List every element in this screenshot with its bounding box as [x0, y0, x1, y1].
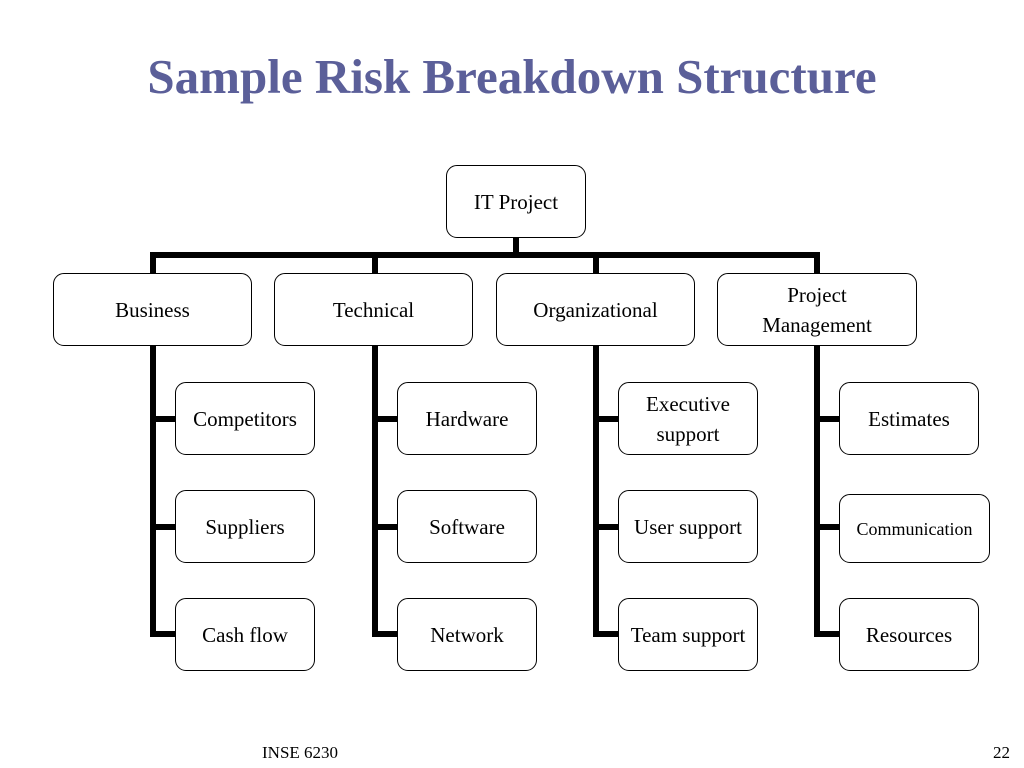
leaf-resources: Resources — [839, 598, 979, 671]
leaf-user-support: User support — [618, 490, 758, 563]
category-technical: Technical — [274, 273, 473, 346]
leaf-cash-flow: Cash flow — [175, 598, 315, 671]
leaf-competitors: Competitors — [175, 382, 315, 455]
leaf-team-support: Team support — [618, 598, 758, 671]
leaf-software: Software — [397, 490, 537, 563]
leaf-network: Network — [397, 598, 537, 671]
category-project-management: Project Management — [717, 273, 917, 346]
leaf-suppliers: Suppliers — [175, 490, 315, 563]
root-node: IT Project — [446, 165, 586, 238]
leaf-communication: Communication — [839, 494, 990, 563]
leaf-estimates: Estimates — [839, 382, 979, 455]
footer-course-code: INSE 6230 — [262, 743, 339, 762]
slide-title: Sample Risk Breakdown Structure — [147, 49, 877, 104]
leaf-executive-support: Executive support — [618, 382, 758, 455]
leaf-hardware: Hardware — [397, 382, 537, 455]
category-business: Business — [53, 273, 252, 346]
page-number: 22 — [993, 743, 1010, 762]
category-organizational: Organizational — [496, 273, 695, 346]
